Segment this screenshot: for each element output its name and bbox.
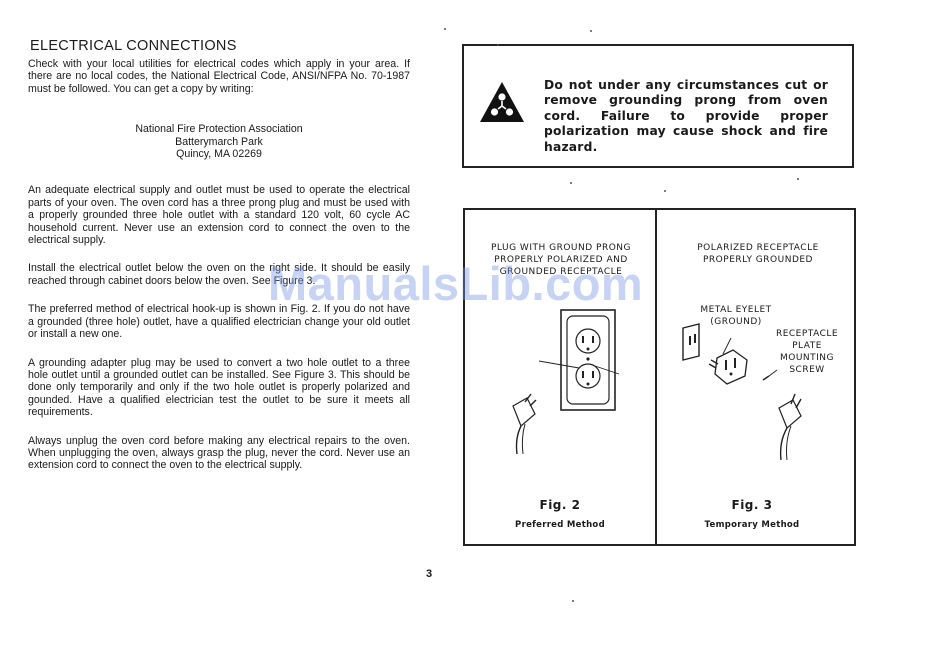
fig3-eyelet-label-1: METAL EYELET [700,305,772,315]
fig3-caption: POLARIZED RECEPTACLE PROPERLY GROUNDED [665,242,851,266]
warning-text: Do not under any circumstances cut or re… [544,78,828,154]
page-number: 3 [426,568,433,580]
fig3-eyelet-label-2: (GROUND) [710,317,762,327]
unplug-paragraph: Always unplug the oven cord before makin… [28,434,410,472]
address-line-2: Batterymarch Park [175,135,263,148]
address-block: National Fire Protection Association Bat… [28,123,410,160]
scan-speck [444,28,446,30]
left-column: ELECTRICAL CONNECTIONS Check with your l… [28,38,410,472]
adapter-paragraph: A grounding adapter plug may be used to … [28,356,410,419]
address-line-1: National Fire Protection Association [135,123,303,136]
scan-speck [797,178,799,180]
fig2-title: Fig. 2 [539,498,581,512]
figures-box: PLUG WITH GROUND PRONG PROPERLY POLARIZE… [463,208,856,546]
fig3-adapter-illustration [682,323,802,461]
scan-speck [570,182,572,184]
fig2-subtitle: Preferred Method [515,520,605,530]
scan-speck [664,190,666,192]
fig2-caption: PLUG WITH GROUND PRONG PROPERLY POLARIZE… [473,242,649,278]
fig3-caption-line-1: POLARIZED RECEPTACLE [697,243,819,253]
fig3-caption-line-2: PROPERLY GROUNDED [703,255,813,265]
fig3-plate-label-3: MOUNTING [779,353,835,363]
install-paragraph: Install the electrical outlet below the … [28,262,410,287]
figure-divider [655,210,657,544]
fig3-plate-label: RECEPTACLE PLATE MOUNTING SCREW [765,328,849,376]
intro-paragraph: Check with your local utilities for elec… [28,58,410,95]
supply-paragraph: An adequate electrical supply and outlet… [28,184,410,247]
fig2-caption-line-2: PROPERLY POLARIZED AND [494,255,628,265]
warning-triangle-icon [480,82,524,122]
fig3-plate-label-1: RECEPTACLE [775,329,839,339]
fig3-eyelet-label: METAL EYELET (GROUND) [691,304,781,328]
scan-speck [572,600,574,602]
section-heading: ELECTRICAL CONNECTIONS [30,38,237,54]
scan-speck [590,30,592,32]
fig3-subtitle: Temporary Method [704,520,800,530]
address-line-3: Quincy, MA 02269 [176,148,262,161]
preferred-paragraph: The preferred method of electrical hook-… [28,303,410,341]
fig3-plate-label-4: SCREW [789,365,825,375]
fig3-title: Fig. 3 [731,498,773,512]
fig2-outlet-illustration [512,309,620,455]
fig2-caption-line-1: PLUG WITH GROUND PRONG [491,243,631,253]
fig2-caption-line-3: GROUNDED RECEPTACLE [499,267,623,277]
fig3-plate-label-2: PLATE [792,341,822,351]
warning-box: Do not under any circumstances cut or re… [462,44,854,168]
scan-speck [497,44,499,46]
